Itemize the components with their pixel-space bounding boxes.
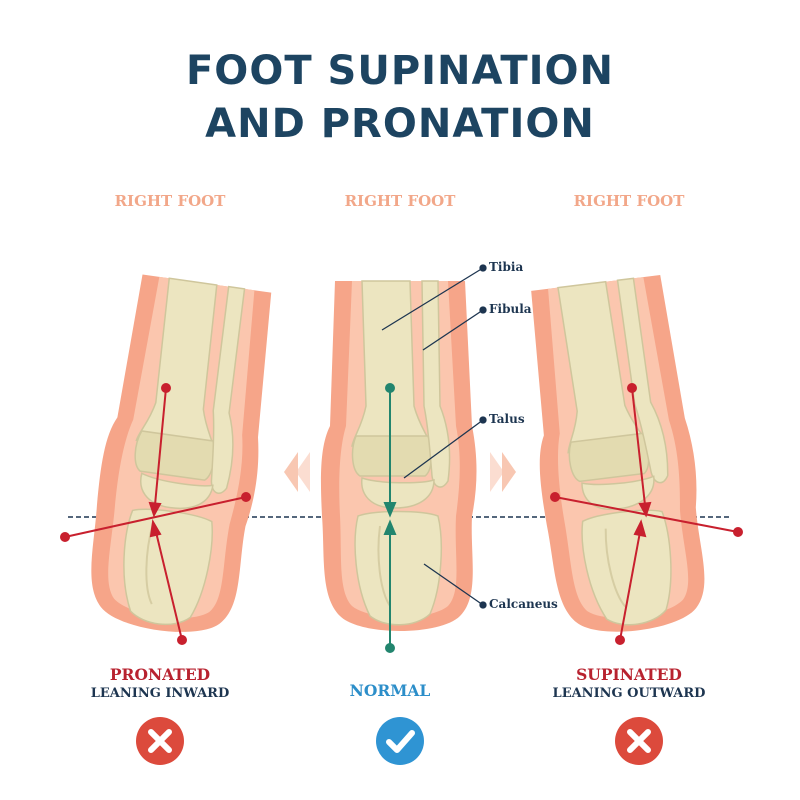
panel-heading-normal: RIGHT FOOT xyxy=(344,192,456,210)
checkmark-icon xyxy=(376,717,424,765)
main-title-line1: FOOT SUPINATION xyxy=(185,48,614,94)
status-normal: NORMAL xyxy=(349,681,431,700)
cross-icon xyxy=(615,717,663,765)
label-leaders xyxy=(381,264,487,609)
label-fibula: Fibula xyxy=(489,302,532,316)
panel-heading-pronated: RIGHT FOOT xyxy=(114,192,226,210)
supinated-foot xyxy=(516,272,716,641)
status-pronated: PRONATED xyxy=(109,665,211,684)
normal-axes xyxy=(383,383,397,653)
detail-pronated: LEANING INWARD xyxy=(90,686,230,701)
main-title-line2: AND PRONATION xyxy=(205,101,595,147)
pronated-foot xyxy=(78,271,284,642)
label-tibia: Tibia xyxy=(489,260,524,274)
label-calcaneus: Calcaneus xyxy=(489,597,558,611)
status-supinated: SUPINATED xyxy=(576,665,682,684)
supinated-axes xyxy=(550,383,743,645)
pronated-axes xyxy=(60,383,251,645)
detail-supinated: LEANING OUTWARD xyxy=(552,686,706,701)
panel-heading-supinated: RIGHT FOOT xyxy=(573,192,685,210)
cross-icon xyxy=(136,717,184,765)
normal-foot xyxy=(319,280,478,632)
label-talus: Talus xyxy=(489,412,525,426)
motion-arrows xyxy=(284,452,516,492)
